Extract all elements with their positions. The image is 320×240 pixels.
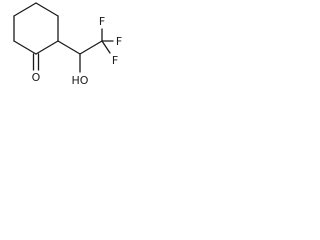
ring-to-carbinol-bond bbox=[57, 40, 81, 55]
molecule-structure: O HO F F F bbox=[13, 2, 122, 87]
fluorine-top-label: F bbox=[99, 15, 105, 28]
ring-bond-6 bbox=[13, 2, 37, 17]
fluorine-bottom-label: F bbox=[112, 54, 118, 67]
ring-bond-4 bbox=[13, 40, 37, 55]
ring-bond-3 bbox=[35, 40, 59, 55]
hydroxyl-label: HO bbox=[72, 74, 89, 87]
cyclohexane-ring bbox=[13, 2, 59, 55]
ketone-oxygen-label: O bbox=[32, 71, 41, 84]
ketone-double-bond bbox=[32, 53, 40, 71]
cf3-bond-bottom bbox=[101, 40, 111, 54]
fluorine-right-label: F bbox=[116, 35, 122, 48]
carbinol-to-cf3-bond bbox=[79, 40, 103, 55]
ring-bond-1 bbox=[35, 2, 59, 17]
